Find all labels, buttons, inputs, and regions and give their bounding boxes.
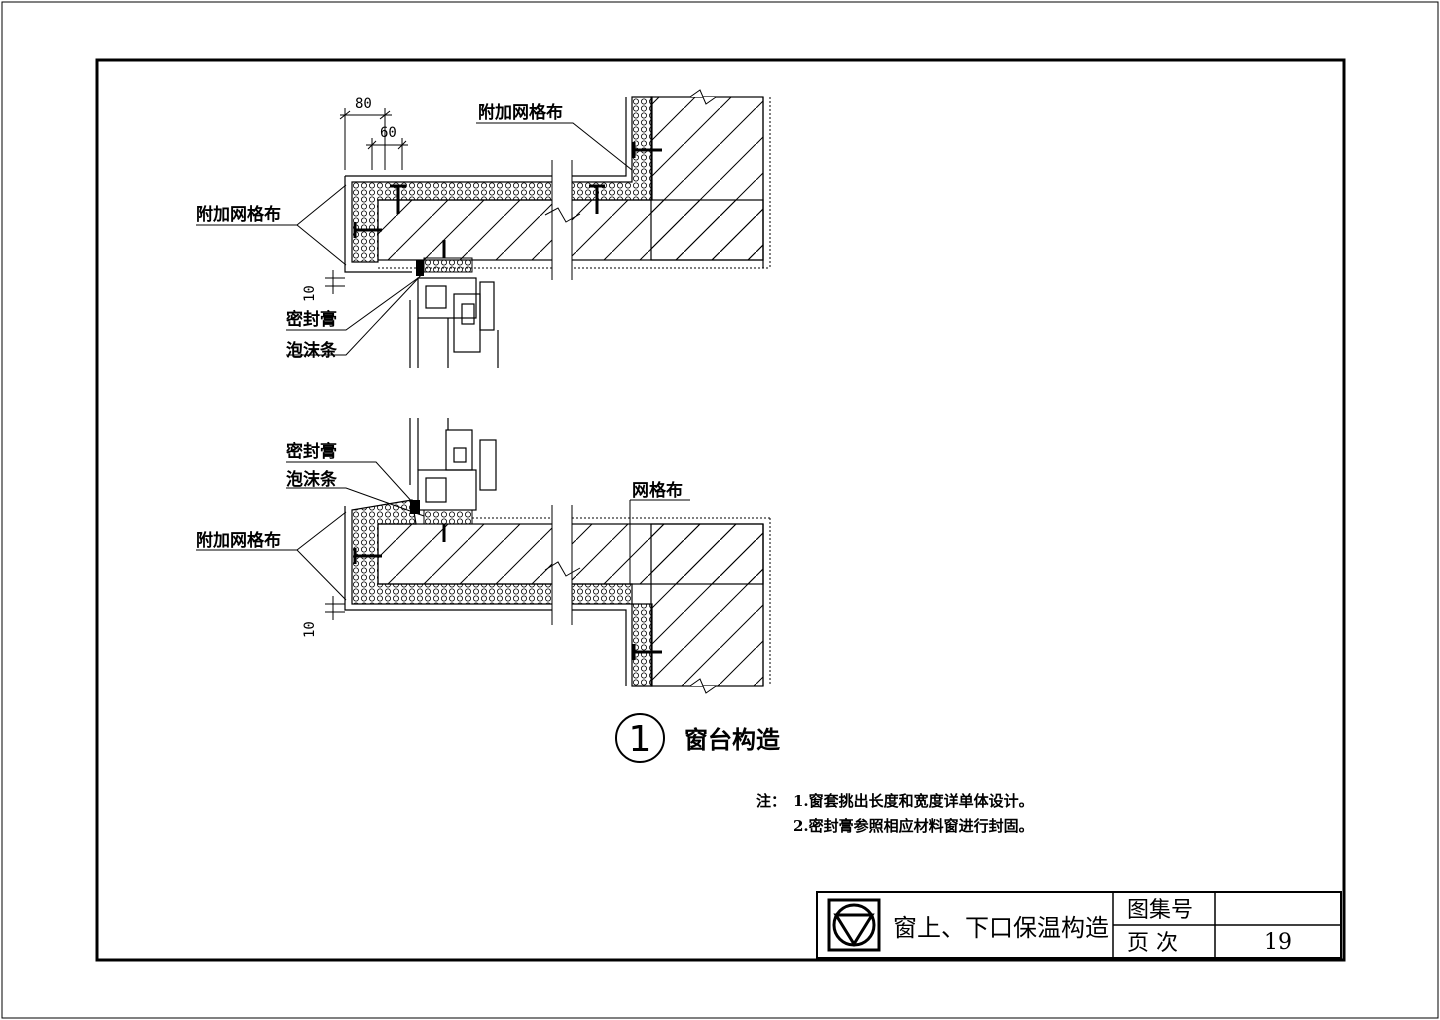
label-foam-bottom: 泡沫条: [286, 469, 338, 490]
label-extra-mesh-left: 附加网格布: [196, 204, 281, 225]
detail-number-circle: [615, 713, 665, 763]
atlas-no-label: 图集号: [1127, 898, 1193, 923]
wall-concrete-top: [650, 96, 764, 261]
insulation-top: [351, 96, 653, 263]
detail-number: 1: [629, 719, 652, 760]
detail-title: 窗台构造: [684, 726, 780, 754]
page-number: 19: [1264, 930, 1292, 955]
notes-prefix: 注：: [756, 792, 786, 810]
label-sealant-bottom: 密封膏: [286, 441, 337, 462]
label-extra-mesh-top: 附加网格布: [478, 102, 563, 123]
label-extra-mesh-bottom: 附加网格布: [196, 530, 281, 551]
caption: 1 窗台构造: [615, 713, 780, 763]
notes: 注： 1.窗套挑出长度和宽度详单体设计。 2.密封膏参照相应材料窗进行封固。: [756, 792, 1034, 835]
title-block: 窗上、下口保温构造 图集号 页 次 19: [816, 891, 1342, 959]
page-label: 页 次: [1127, 931, 1178, 956]
drawing-title: 窗上、下口保温构造: [893, 914, 1109, 942]
dim-10-top: 10: [302, 285, 318, 302]
wall-concrete-bottom: [650, 523, 764, 687]
dim-10-bottom: 10: [302, 621, 318, 638]
dim-80: 80: [355, 96, 372, 112]
label-foam-top: 泡沫条: [286, 340, 338, 361]
bottom-detail: 10 密封膏 泡沫条 网格布 附加网格布: [196, 418, 771, 694]
label-sealant-top: 密封膏: [286, 309, 337, 330]
note-line-2: 2.密封膏参照相应材料窗进行封固。: [793, 817, 1034, 835]
drawing-frame: [95, 58, 1346, 962]
dim-60: 60: [380, 125, 397, 141]
note-line-1: 1.窗套挑出长度和宽度详单体设计。: [793, 792, 1034, 810]
publisher-logo-icon: [827, 898, 881, 952]
top-detail: 80 60 10 附加网格布 附加网格布 密封膏 泡沫条: [196, 89, 771, 368]
label-mesh: 网格布: [632, 480, 683, 501]
